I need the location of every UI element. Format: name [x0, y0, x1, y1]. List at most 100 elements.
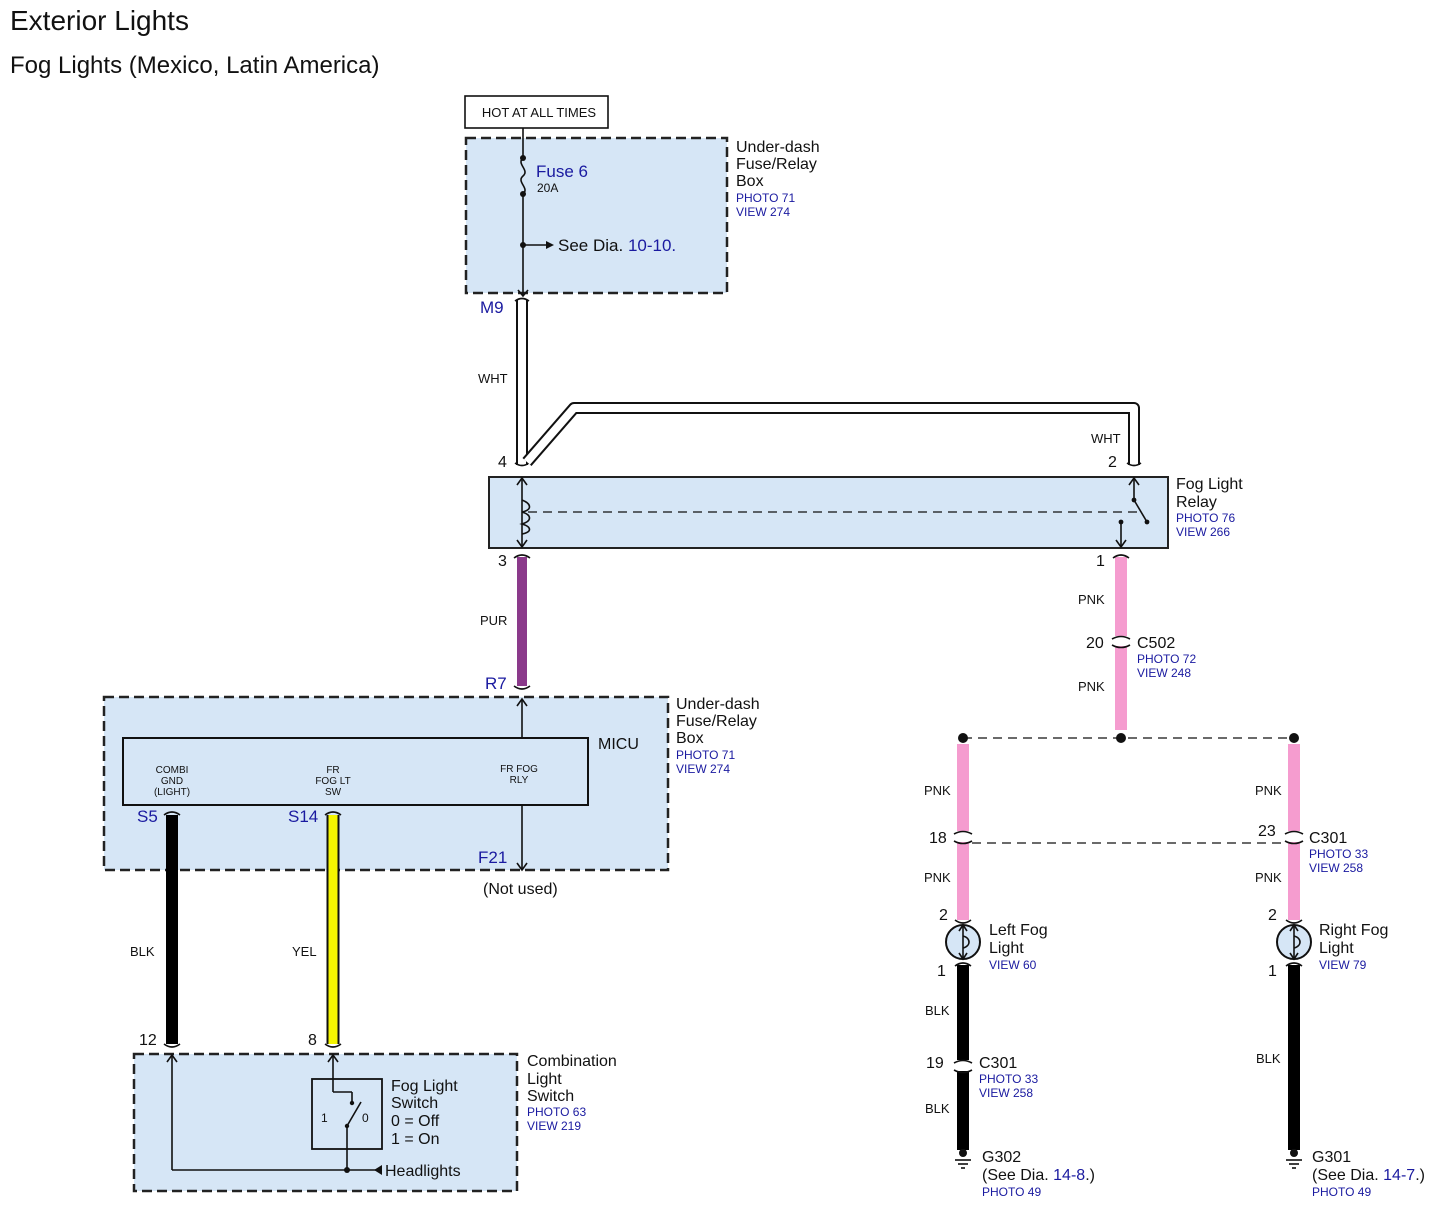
- fog-switch-label-2: Switch: [391, 1095, 438, 1112]
- switch-pos-0: 0: [362, 1111, 369, 1125]
- micu-box-name-1: Under-dash: [676, 696, 760, 713]
- g302-name: G302: [982, 1149, 1021, 1166]
- c301-bottom-pin: 19: [926, 1055, 944, 1072]
- wire-label-pur: PUR: [480, 613, 507, 628]
- g301-photo[interactable]: PHOTO 49: [1312, 1185, 1371, 1199]
- wire-label-pnk-left-2: PNK: [924, 870, 951, 885]
- c301-top-pin-left: 18: [929, 830, 947, 847]
- left-fog-pin-1: 1: [937, 963, 946, 980]
- g301-see-diagram[interactable]: (See Dia. 14-7.): [1312, 1167, 1425, 1184]
- combo-switch-name-2: Light: [527, 1071, 562, 1088]
- right-fog-pin-1: 1: [1268, 963, 1277, 980]
- connector-c301-bottom-mark: [953, 1059, 973, 1074]
- left-fog-name-1: Left Fog: [989, 922, 1048, 939]
- wire-label-pnk-relay-2: PNK: [1078, 679, 1105, 694]
- combo-switch-photo[interactable]: PHOTO 63: [527, 1105, 586, 1119]
- connector-f21: F21: [478, 848, 507, 867]
- right-fog-name-1: Right Fog: [1319, 922, 1388, 939]
- wire-label-pnk-right-1: PNK: [1255, 783, 1282, 798]
- right-fog-pin-2: 2: [1268, 907, 1277, 924]
- g302-see-diagram[interactable]: (See Dia. 14-8.): [982, 1167, 1095, 1184]
- left-fog-name-2: Light: [989, 940, 1024, 957]
- splice-right: [1289, 733, 1299, 743]
- micu-box-photo[interactable]: PHOTO 71: [676, 748, 735, 762]
- relay-photo[interactable]: PHOTO 76: [1176, 511, 1235, 525]
- combo-switch-view[interactable]: VIEW 219: [527, 1119, 581, 1133]
- relay-pin-4: 4: [498, 454, 507, 471]
- fuse-box-top-name-1: Under-dash: [736, 139, 820, 156]
- left-fog-view[interactable]: VIEW 60: [989, 958, 1037, 972]
- fuse-name: Fuse 6: [536, 162, 588, 181]
- see-diagram-10-10[interactable]: See Dia. 10-10.: [558, 236, 676, 255]
- switch-pos-1: 1: [321, 1111, 328, 1125]
- wire-label-blk-left-2: BLK: [925, 1101, 950, 1116]
- combo-pin-12: 12: [139, 1032, 157, 1049]
- fog-switch-label-1: Fog Light: [391, 1078, 458, 1095]
- left-fog-pin-2: 2: [939, 907, 948, 924]
- hot-at-all-times-box: [464, 95, 609, 129]
- relay-name-2: Relay: [1176, 494, 1217, 511]
- c301-top-pin-right: 23: [1258, 823, 1276, 840]
- micu-terminal-combi-3: (LIGHT): [154, 787, 190, 798]
- micu-terminal-frfog-3: SW: [325, 787, 342, 798]
- c301-bottom-photo[interactable]: PHOTO 33: [979, 1072, 1038, 1086]
- c301-bottom-view[interactable]: VIEW 258: [979, 1086, 1033, 1100]
- fuse-box-top-name-3: Box: [736, 173, 764, 190]
- relay-pin-1: 1: [1096, 553, 1105, 570]
- c301-top-name: C301: [1309, 830, 1347, 847]
- combo-switch-name-1: Combination: [527, 1053, 617, 1070]
- fuse-rating: 20A: [537, 181, 558, 195]
- micu-terminal-frfog-2: FOG LT: [315, 776, 350, 787]
- fog-switch-label-4: 1 = On: [391, 1131, 439, 1148]
- ground-g302-icon: [955, 1159, 971, 1169]
- wire-wht-loop: [522, 402, 1140, 466]
- c502-photo[interactable]: PHOTO 72: [1137, 652, 1196, 666]
- connector-s14: S14: [288, 807, 318, 826]
- hot-at-all-times-label: HOT AT ALL TIMES: [482, 105, 596, 120]
- wire-label-blk-left-1: BLK: [925, 1003, 950, 1018]
- relay-name-1: Fog Light: [1176, 476, 1243, 493]
- ground-g301-icon: [1286, 1159, 1302, 1169]
- relay-pin-2: 2: [1108, 454, 1117, 471]
- right-fog-name-2: Light: [1319, 940, 1354, 957]
- fuse-box-top-name-2: Fuse/Relay: [736, 156, 817, 173]
- fuse-box-top-photo[interactable]: PHOTO 71: [736, 191, 795, 205]
- headlights-arrow-icon: [374, 1165, 382, 1175]
- wire-label-yel: YEL: [292, 944, 317, 959]
- relay-coil-icon: [519, 499, 531, 535]
- headlights-label: Headlights: [385, 1163, 461, 1180]
- g302-photo[interactable]: PHOTO 49: [982, 1185, 1041, 1199]
- micu-terminal-rly-1: FR FOG: [500, 764, 538, 775]
- relay-contact-icon: [1133, 499, 1148, 523]
- connector-s5: S5: [137, 807, 158, 826]
- wire-label-pnk-relay-1: PNK: [1078, 592, 1105, 607]
- relay-view[interactable]: VIEW 266: [1176, 525, 1230, 539]
- c502-pin: 20: [1086, 635, 1104, 652]
- wire-label-wht-loop: WHT: [1091, 431, 1121, 446]
- fuse-box-top-view[interactable]: VIEW 274: [736, 205, 790, 219]
- c301-top-view[interactable]: VIEW 258: [1309, 861, 1363, 875]
- wire-label-pnk-right-2: PNK: [1255, 870, 1282, 885]
- relay-pin-3: 3: [498, 553, 507, 570]
- micu-box-view[interactable]: VIEW 274: [676, 762, 730, 776]
- wire-label-blk-right: BLK: [1256, 1051, 1281, 1066]
- c301-bottom-name: C301: [979, 1055, 1017, 1072]
- combo-switch-name-3: Switch: [527, 1088, 574, 1105]
- connector-c502-mark: [1111, 635, 1131, 649]
- not-used-label: (Not used): [483, 881, 558, 898]
- connector-m9: M9: [480, 298, 504, 317]
- page-subtitle: Fog Lights (Mexico, Latin America): [10, 52, 379, 79]
- micu-terminal-rly-2: RLY: [510, 775, 529, 786]
- fuse-icon: [520, 157, 526, 195]
- micu-terminal-combi-2: GND: [161, 776, 183, 787]
- c502-name: C502: [1137, 635, 1175, 652]
- wire-label-pnk-left-1: PNK: [924, 783, 951, 798]
- c502-view[interactable]: VIEW 248: [1137, 666, 1191, 680]
- wire-label-wht-main: WHT: [478, 371, 508, 386]
- wire-label-blk-combi: BLK: [130, 944, 155, 959]
- micu-label: MICU: [598, 736, 639, 753]
- right-fog-view[interactable]: VIEW 79: [1319, 958, 1367, 972]
- arrow-icon: [546, 241, 554, 249]
- c301-top-photo[interactable]: PHOTO 33: [1309, 847, 1368, 861]
